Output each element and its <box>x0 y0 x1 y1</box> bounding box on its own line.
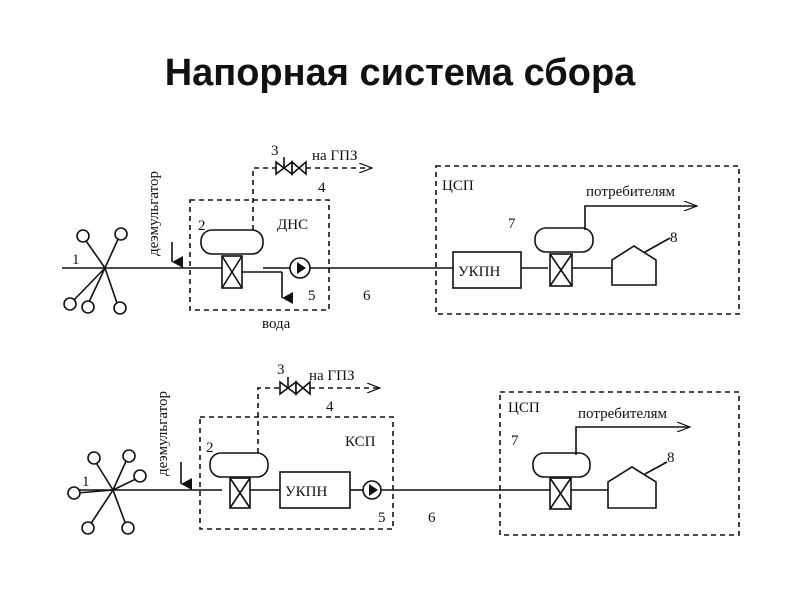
wells-star <box>63 227 128 315</box>
scheme-ksp <box>67 377 740 536</box>
label-6: 6 <box>428 510 436 526</box>
dns-label: ДНС <box>277 217 308 233</box>
label-6: 6 <box>363 288 371 304</box>
label-8: 8 <box>670 230 678 246</box>
to-gpz-label: на ГПЗ <box>312 148 357 164</box>
label-7: 7 <box>508 216 516 232</box>
ukpn-label: УКПН <box>285 484 327 500</box>
csp-box <box>499 391 740 536</box>
separator-7 <box>534 227 594 253</box>
tank-8 <box>607 466 657 509</box>
label-4: 4 <box>326 399 334 415</box>
to-gpz-label: на ГПЗ <box>309 368 354 384</box>
water-label: вода <box>262 316 291 332</box>
demulsifier-label: деэмульгатор <box>155 391 171 476</box>
scheme-dns-labels: деэмульгатор 1 2 3 на ГПЗ 4 ДНС 5 вода 6… <box>72 143 678 332</box>
label-8: 8 <box>667 450 675 466</box>
consumers-label: потребителям <box>586 184 675 200</box>
ukpn-unit <box>452 251 522 289</box>
consumers-label: потребителям <box>578 406 667 422</box>
scheme-ksp-labels: деэмульгатор 1 2 3 на ГПЗ 4 КСП УКПН 5 6… <box>82 362 675 526</box>
label-5: 5 <box>378 510 386 526</box>
separator-7 <box>532 452 591 478</box>
separator-2 <box>209 452 269 478</box>
csp-label: ЦСП <box>442 178 474 194</box>
ukpn-label: УКПН <box>458 264 500 280</box>
label-4: 4 <box>318 180 326 196</box>
dns-box <box>189 199 330 311</box>
tank-8 <box>611 245 657 286</box>
label-7: 7 <box>511 433 519 449</box>
label-1: 1 <box>82 474 90 490</box>
csp-box <box>435 165 740 315</box>
label-3: 3 <box>277 362 285 378</box>
label-3: 3 <box>271 143 279 159</box>
ksp-box <box>199 416 394 530</box>
wells-star <box>67 449 147 535</box>
label-2: 2 <box>198 218 206 234</box>
label-2: 2 <box>206 440 214 456</box>
ukpn-unit <box>279 471 351 509</box>
label-1: 1 <box>72 252 80 268</box>
page-title: Напорная система сбора <box>164 52 636 94</box>
csp-label: ЦСП <box>508 400 540 416</box>
scheme-dns <box>62 157 740 315</box>
label-5: 5 <box>308 288 316 304</box>
demulsifier-label: деэмульгатор <box>146 171 162 256</box>
separator-2 <box>200 229 264 255</box>
ksp-label: КСП <box>345 434 376 450</box>
